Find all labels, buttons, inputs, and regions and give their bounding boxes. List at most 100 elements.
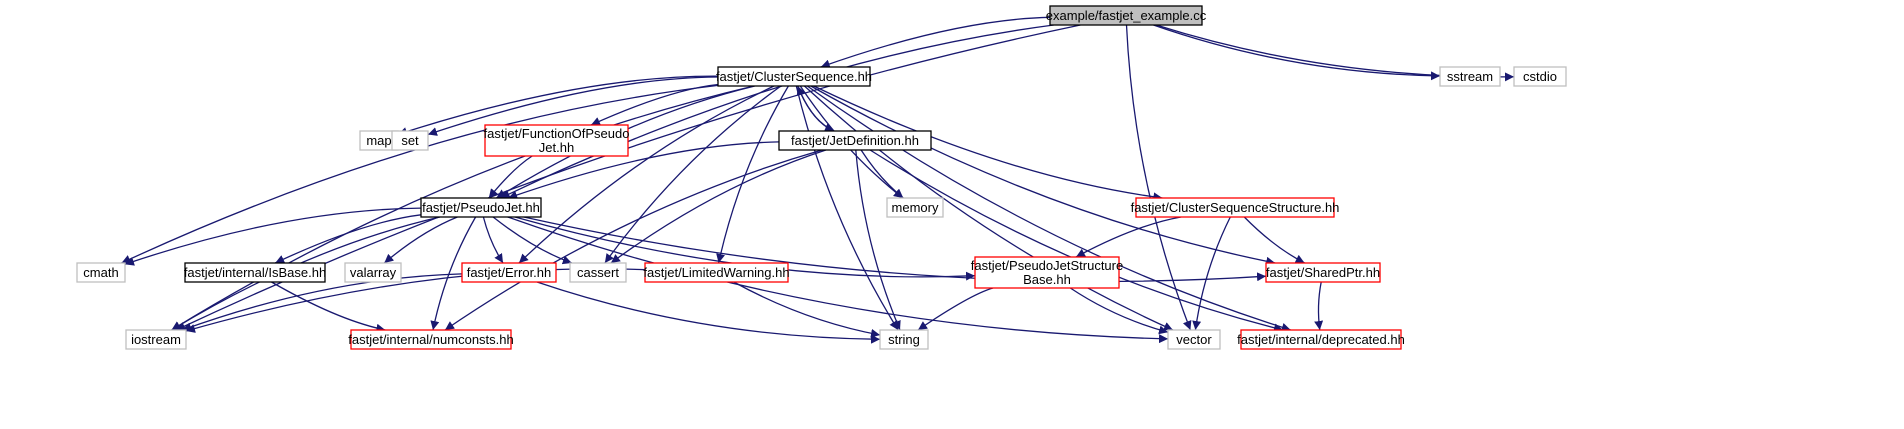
node-sp-box xyxy=(1265,262,1381,283)
edge-cs-to-fop xyxy=(590,83,719,126)
edge-css-to-pjsb xyxy=(1075,216,1182,258)
edge-cs-to-string xyxy=(795,85,899,331)
node-string-box xyxy=(879,329,929,350)
node-sstream[interactable]: sstream xyxy=(1439,66,1501,87)
node-iostream[interactable]: iostream xyxy=(125,329,187,350)
node-sp[interactable]: fastjet/SharedPtr.hh xyxy=(1265,262,1381,283)
edge-jd-to-string xyxy=(855,149,901,331)
edge-pj-to-numconsts xyxy=(430,216,477,331)
node-pj-label-0: fastjet/PseudoJet.hh xyxy=(422,200,540,215)
node-cstdio-label-0: cstdio xyxy=(1523,69,1557,84)
node-cs[interactable]: fastjet/ClusterSequence.hh xyxy=(716,66,872,87)
node-vector[interactable]: vector xyxy=(1167,329,1221,350)
edge-pjsb-to-vector xyxy=(1069,287,1169,335)
edge-cs-to-sp xyxy=(810,85,1276,266)
node-set[interactable]: set xyxy=(391,130,429,151)
node-fop-label-0: fastjet/FunctionOfPseudo xyxy=(484,126,630,141)
edge-pj-to-cassert xyxy=(492,216,573,265)
edge-root-to-pj xyxy=(500,24,1054,199)
node-vector-box xyxy=(1167,329,1221,350)
node-string[interactable]: string xyxy=(879,329,929,350)
edge-cs-to-error xyxy=(518,85,775,264)
edge-isbase-to-numconsts xyxy=(271,281,386,333)
node-deprecated-label-0: fastjet/internal/deprecated.hh xyxy=(1237,332,1405,347)
node-cs-box xyxy=(717,66,871,87)
edge-cs-to-set xyxy=(427,76,719,136)
node-jd-box xyxy=(778,130,932,151)
edge-cs-to-deprecated xyxy=(806,85,1291,332)
edge-jd-to-deprecated xyxy=(869,149,1284,333)
node-cstdio[interactable]: cstdio xyxy=(1513,66,1567,87)
edge-pj-to-error xyxy=(482,216,504,264)
node-deprecated-box xyxy=(1240,329,1402,350)
node-root-box xyxy=(1049,5,1203,26)
edge-lw-to-string xyxy=(733,281,881,338)
node-isbase-label-0: fastjet/internal/IsBase.hh xyxy=(184,265,326,280)
node-deprecated[interactable]: fastjet/internal/deprecated.hh xyxy=(1237,329,1405,350)
node-lw[interactable]: fastjet/LimitedWarning.hh xyxy=(643,262,790,283)
node-error-label-0: fastjet/Error.hh xyxy=(467,265,552,280)
node-map[interactable]: map xyxy=(359,130,399,151)
node-cmath-label-0: cmath xyxy=(83,265,118,280)
node-valarray-label-0: valarray xyxy=(350,265,397,280)
edge-jd-to-memory xyxy=(860,149,904,199)
edge-css-to-sp xyxy=(1243,216,1305,264)
edge-fop-to-pj xyxy=(488,155,533,199)
node-cmath-box xyxy=(76,262,126,283)
node-isbase[interactable]: fastjet/internal/IsBase.hh xyxy=(184,262,326,283)
node-pjsb-label-1: Base.hh xyxy=(1023,272,1071,287)
edge-error-to-string xyxy=(536,281,881,344)
edge-root-to-vector xyxy=(1125,24,1192,331)
node-numconsts[interactable]: fastjet/internal/numconsts.hh xyxy=(348,329,514,350)
node-valarray-box xyxy=(344,262,402,283)
node-layer: example/fastjet_example.cc fastjet/Cluste… xyxy=(76,5,1567,350)
node-cmath[interactable]: cmath xyxy=(76,262,126,283)
node-css-label-0: fastjet/ClusterSequenceStructure.hh xyxy=(1131,200,1340,215)
node-cassert[interactable]: cassert xyxy=(569,262,627,283)
node-pjsb-label-0: fastjet/PseudoJetStructure xyxy=(971,258,1123,273)
edge-pj-to-cmath xyxy=(124,207,422,266)
node-error-box xyxy=(461,262,557,283)
edge-jd-to-numconsts xyxy=(444,149,823,331)
edge-pj-to-valarray xyxy=(383,216,458,264)
node-error[interactable]: fastjet/Error.hh xyxy=(461,262,557,283)
node-lw-label-0: fastjet/LimitedWarning.hh xyxy=(643,265,789,280)
node-cassert-box xyxy=(569,262,627,283)
node-sstream-label-0: sstream xyxy=(1447,69,1493,84)
node-jd[interactable]: fastjet/JetDefinition.hh xyxy=(778,130,932,151)
edge-pj-to-isbase xyxy=(274,214,422,264)
edge-jd-to-cassert xyxy=(610,149,827,264)
edge-error-to-iostream xyxy=(182,273,463,332)
node-root: example/fastjet_example.cc xyxy=(1046,5,1207,26)
node-memory-box xyxy=(886,197,944,218)
node-cassert-label-0: cassert xyxy=(577,265,619,280)
edge-pj-to-vector xyxy=(507,216,1169,344)
node-memory-label-0: memory xyxy=(892,200,939,215)
edge-pjsb-to-string xyxy=(917,287,994,331)
node-set-box xyxy=(391,130,429,151)
node-pj[interactable]: fastjet/PseudoJet.hh xyxy=(420,197,542,218)
node-iostream-box xyxy=(125,329,187,350)
node-memory[interactable]: memory xyxy=(886,197,944,218)
edge-cs-to-css xyxy=(813,85,1163,202)
edge-cs-to-cassert xyxy=(604,85,782,264)
edge-jd-to-pj xyxy=(507,141,780,200)
node-cstdio-box xyxy=(1513,66,1567,87)
node-set-label-0: set xyxy=(401,133,419,148)
node-valarray[interactable]: valarray xyxy=(344,262,402,283)
node-css[interactable]: fastjet/ClusterSequenceStructure.hh xyxy=(1131,197,1340,218)
edge-root-to-sstream xyxy=(1153,24,1441,81)
node-fop-box xyxy=(484,124,629,157)
edge-cs-to-iostream xyxy=(171,85,755,331)
node-isbase-box xyxy=(184,262,326,283)
edge-pj-to-sp xyxy=(523,216,1267,283)
node-root-label-0: example/fastjet_example.cc xyxy=(1046,8,1207,23)
node-cs-label-0: fastjet/ClusterSequence.hh xyxy=(716,69,872,84)
node-numconsts-box xyxy=(350,329,512,350)
node-sp-label-0: fastjet/SharedPtr.hh xyxy=(1266,265,1380,280)
edge-root-to-cs xyxy=(820,16,1051,69)
node-numconsts-label-0: fastjet/internal/numconsts.hh xyxy=(348,332,513,347)
